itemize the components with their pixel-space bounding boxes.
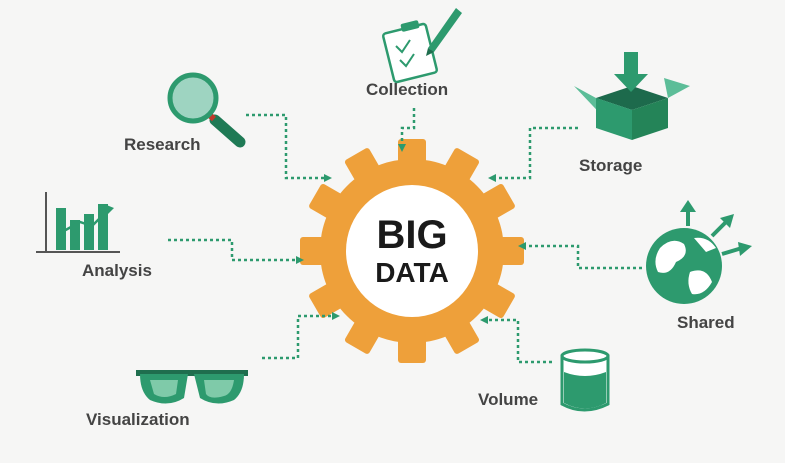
node-label-shared: Shared xyxy=(677,313,735,332)
node-label-storage: Storage xyxy=(579,156,643,175)
connectors xyxy=(168,108,642,364)
clipboard-icon xyxy=(381,8,462,84)
node-label-volume: Volume xyxy=(478,390,539,409)
glasses-icon xyxy=(136,370,248,404)
connector-visualization xyxy=(262,312,340,360)
box-icon xyxy=(574,52,690,140)
connector-storage xyxy=(488,126,578,182)
center-title-big: BIG xyxy=(376,213,448,257)
gear-icon xyxy=(300,139,524,363)
connector-shared xyxy=(518,242,642,270)
connector-volume xyxy=(480,316,552,364)
node-label-visualization: Visualization xyxy=(86,410,190,429)
node-label-collection: Collection xyxy=(366,80,449,99)
globe-icon xyxy=(646,200,752,304)
magnifier-icon xyxy=(167,72,246,148)
center-title-data: DATA xyxy=(375,257,449,288)
connector-research xyxy=(246,113,332,182)
node-label-analysis: Analysis xyxy=(82,261,152,280)
bar-chart-icon xyxy=(36,192,120,253)
node-label-research: Research xyxy=(124,135,201,154)
database-icon xyxy=(560,348,610,412)
connector-analysis xyxy=(168,238,304,264)
connector-collection xyxy=(398,108,416,152)
